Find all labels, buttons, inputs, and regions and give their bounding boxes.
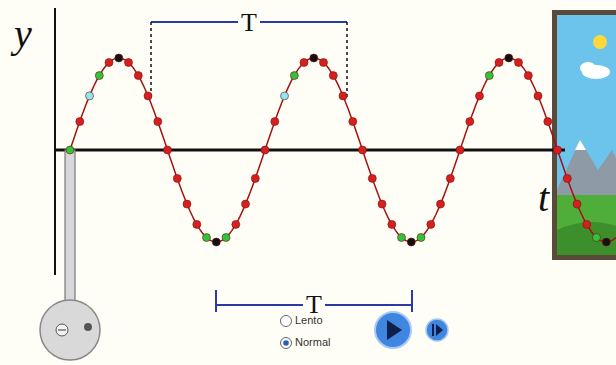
period-label: T	[238, 10, 260, 36]
axis-label: y	[14, 14, 32, 54]
bead	[203, 234, 211, 242]
bead	[573, 200, 581, 208]
bead	[446, 174, 454, 182]
radio-buttons	[281, 316, 292, 349]
bead	[515, 59, 523, 67]
bead	[251, 174, 259, 182]
bead	[300, 59, 308, 67]
bead	[476, 92, 484, 100]
bead	[466, 118, 474, 126]
bead	[329, 72, 337, 80]
bead	[183, 200, 191, 208]
bead	[505, 54, 513, 62]
bead	[359, 146, 367, 154]
bead	[86, 92, 94, 100]
axis-label: t	[538, 178, 549, 218]
bead	[320, 59, 328, 67]
bead	[388, 220, 396, 228]
play-button	[375, 312, 411, 348]
bead	[95, 72, 103, 80]
bead	[232, 220, 240, 228]
bead	[261, 146, 269, 154]
bead	[134, 72, 142, 80]
bead	[115, 54, 123, 62]
bead	[495, 59, 503, 67]
bead	[563, 174, 571, 182]
bead	[164, 146, 172, 154]
bead	[144, 92, 152, 100]
bead	[242, 200, 250, 208]
bead	[534, 92, 542, 100]
wave-beads	[66, 54, 610, 246]
bead	[66, 146, 74, 154]
y-axis	[54, 8, 56, 275]
bead	[222, 234, 230, 242]
bead	[76, 118, 84, 126]
bead	[437, 200, 445, 208]
oscillator-wheel	[40, 150, 100, 360]
bead	[173, 174, 181, 182]
step-button	[426, 319, 448, 341]
radio-label: Normal	[295, 337, 330, 348]
radio-label: Lento	[295, 315, 323, 326]
bead	[378, 200, 386, 208]
bead	[368, 174, 376, 182]
bead	[290, 72, 298, 80]
bead	[212, 238, 220, 246]
bead	[524, 72, 532, 80]
bead	[281, 92, 289, 100]
bead	[602, 238, 610, 246]
bead	[310, 54, 318, 62]
bead	[193, 220, 201, 228]
wave-string	[70, 58, 616, 242]
bead	[485, 72, 493, 80]
bead	[154, 118, 162, 126]
bead	[271, 118, 279, 126]
bead	[125, 59, 133, 67]
bead	[593, 234, 601, 242]
bead	[554, 146, 562, 154]
bead	[349, 118, 357, 126]
bead	[417, 234, 425, 242]
t-axis	[55, 149, 565, 152]
bead	[456, 146, 464, 154]
bead	[407, 238, 415, 246]
bead	[544, 118, 552, 126]
bead	[105, 59, 113, 67]
bead	[427, 220, 435, 228]
landscape-frame	[552, 10, 616, 260]
bead	[339, 92, 347, 100]
bead	[398, 234, 406, 242]
bead	[583, 220, 591, 228]
